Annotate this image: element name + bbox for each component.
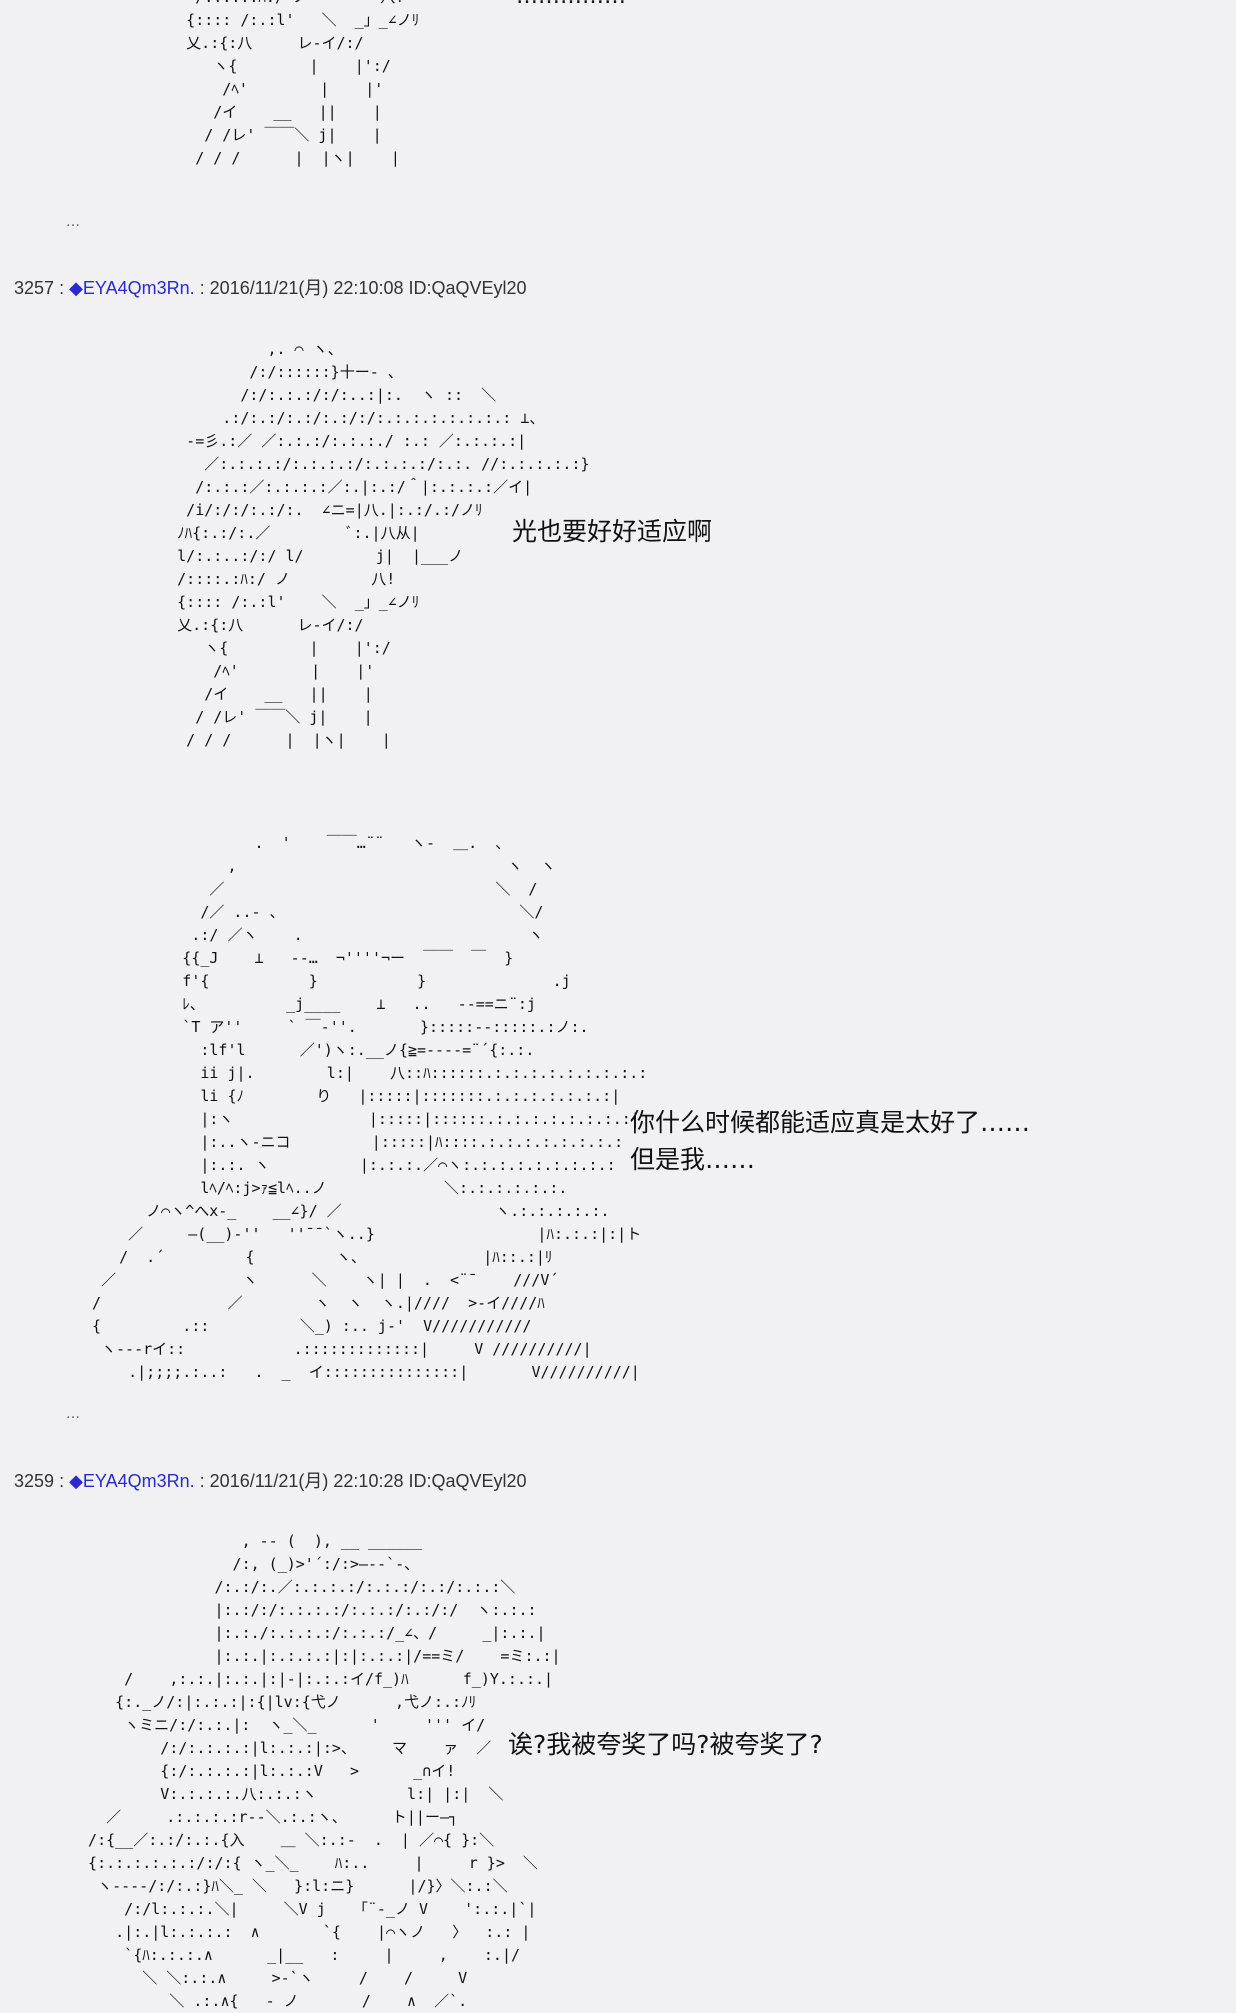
post-header-3257: 3257 : ◆EYA4Qm3Rn. : 2016/11/21(月) 22:10…	[14, 278, 527, 298]
post-header-3259: 3259 : ◆EYA4Qm3Rn. : 2016/11/21(月) 22:10…	[14, 1471, 527, 1491]
separator-dots: …	[66, 1406, 80, 1422]
post-number: 3257	[14, 278, 55, 298]
middle-speech-line-2: 但是我……	[630, 1145, 756, 1174]
post-date: 2016/11/21(月) 22:10:28	[209, 1471, 404, 1491]
poster-name[interactable]: ◆EYA4Qm3Rn.	[69, 1471, 195, 1491]
post-id[interactable]: ID:QaQVEyl20	[408, 278, 527, 298]
separator-dots: …	[66, 214, 80, 230]
middle-ascii-art: . ' ￣￣…¨¨ ヽ- ＿. 、 , ヽ ヽ ／ ＼ / /／ ..- 、 ＼…	[92, 834, 648, 1381]
top-speech-fragment: ……………	[516, 0, 626, 15]
post-id[interactable]: ID:QaQVEyl20	[408, 1471, 527, 1491]
top-ascii-art: /::::.:ﾊ:/ ノ 八! {:::: /:.:l' ＼ _」_∠ノﾘ 乂.…	[186, 0, 420, 167]
middle-speech-line-1: 你什么时候都能适应真是太好了……	[630, 1108, 1031, 1137]
post-3259-speech: 诶?我被夸奖了吗?被夸奖了?	[508, 1730, 823, 1759]
post-3257-speech: 光也要好好适应啊	[512, 517, 713, 546]
post-3259-ascii-art: , -- ( ), __ ______ /:, (_)>'´:/:>―--`-、…	[88, 1532, 561, 2010]
post-3257-ascii-art: ,. ⌒ ヽ、 /:/::::::}十ー- 、 /:/:.:.:/:/:..:|…	[177, 340, 590, 749]
post-date: 2016/11/21(月) 22:10:08	[209, 278, 404, 298]
poster-name[interactable]: ◆EYA4Qm3Rn.	[69, 278, 195, 298]
post-number: 3259	[14, 1471, 55, 1491]
